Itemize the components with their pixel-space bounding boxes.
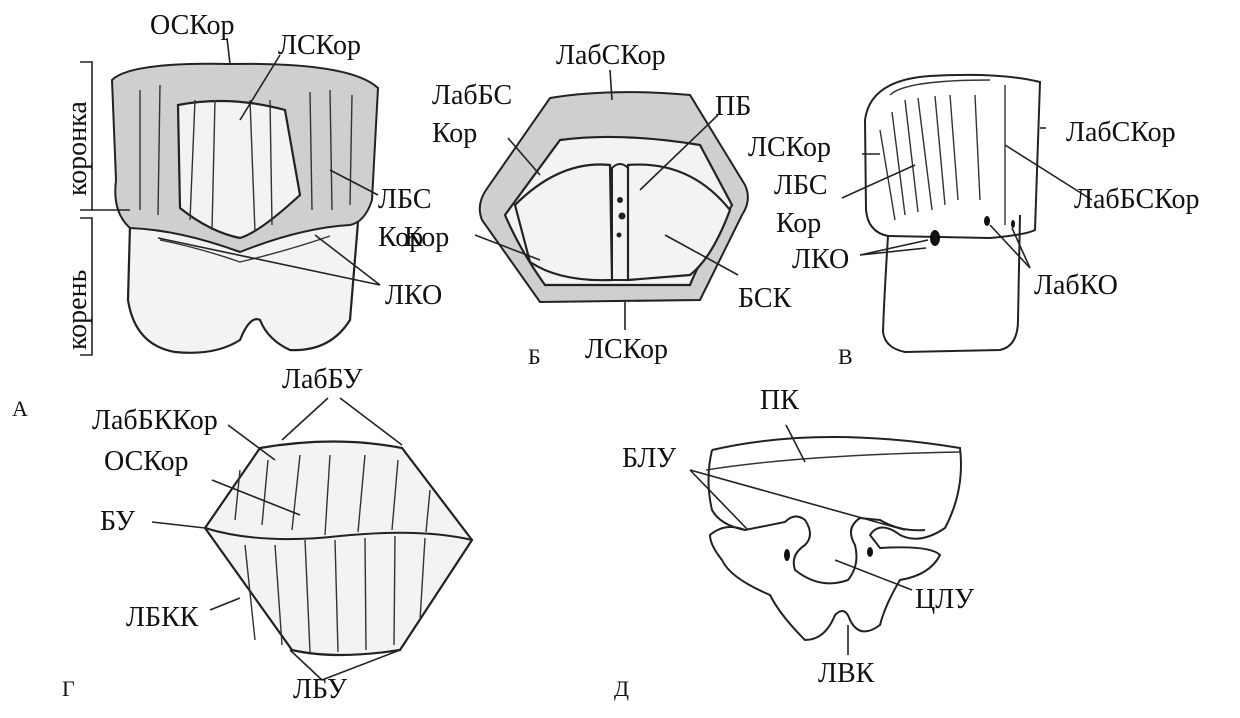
label-clu-d: ЦЛУ [915, 586, 974, 614]
label-lbs-a: ЛБС [378, 186, 432, 214]
panel-label-b: Б [528, 346, 541, 368]
label-lskor-a: ЛСКор [278, 32, 361, 60]
label-koronka: коронка [64, 101, 92, 196]
panel-b-tooth [475, 70, 748, 330]
label-lbkk-g: ЛБКК [126, 604, 198, 632]
label-lvk-d: ЛВК [818, 660, 874, 688]
label-labskor-b: ЛабСКор [556, 42, 666, 70]
label-lbu-g: ЛБУ [293, 676, 347, 704]
label-labskor-v: ЛабСКор [1066, 119, 1176, 147]
panel-g-tooth [152, 398, 472, 680]
label-labbs-b: ЛабБС [432, 82, 512, 110]
label-labko-v: ЛабКО [1034, 272, 1118, 300]
panel-label-d: Д [614, 678, 629, 700]
label-oskor-a: ОСКор [150, 12, 235, 40]
panel-label-v: В [838, 346, 853, 368]
panel-label-g: Г [62, 678, 75, 700]
panel-label-a: А [12, 398, 28, 420]
label-bu-g: БУ [100, 508, 135, 536]
label-koren: корень [64, 270, 92, 350]
label-labbu-g: ЛабБУ [282, 366, 363, 394]
label-kor-v: Кор [776, 210, 821, 238]
panel-a-tooth [80, 38, 380, 355]
panel-v-tooth [842, 75, 1092, 352]
label-lbs-v: ЛБС [774, 172, 828, 200]
label-kor-b: Кор [432, 120, 477, 148]
label-bsk-b: БСК [738, 285, 791, 313]
label-oskor-g: ОСКор [104, 448, 189, 476]
label-kor-b2: Кор [404, 224, 449, 252]
label-lko-v: ЛКО [792, 246, 849, 274]
panel-d-tooth [690, 425, 961, 655]
label-labbskor-v: ЛабБСКор [1074, 186, 1200, 214]
label-lskor-b: ЛСКор [585, 336, 668, 364]
label-lko-a: ЛКО [385, 282, 442, 310]
label-pb-b: ПБ [715, 93, 751, 121]
label-pk-d: ПК [760, 387, 799, 415]
label-blu-d: БЛУ [622, 445, 676, 473]
label-labbkkor-g: ЛабБККор [92, 407, 218, 435]
label-lskor-v: ЛСКор [748, 134, 831, 162]
